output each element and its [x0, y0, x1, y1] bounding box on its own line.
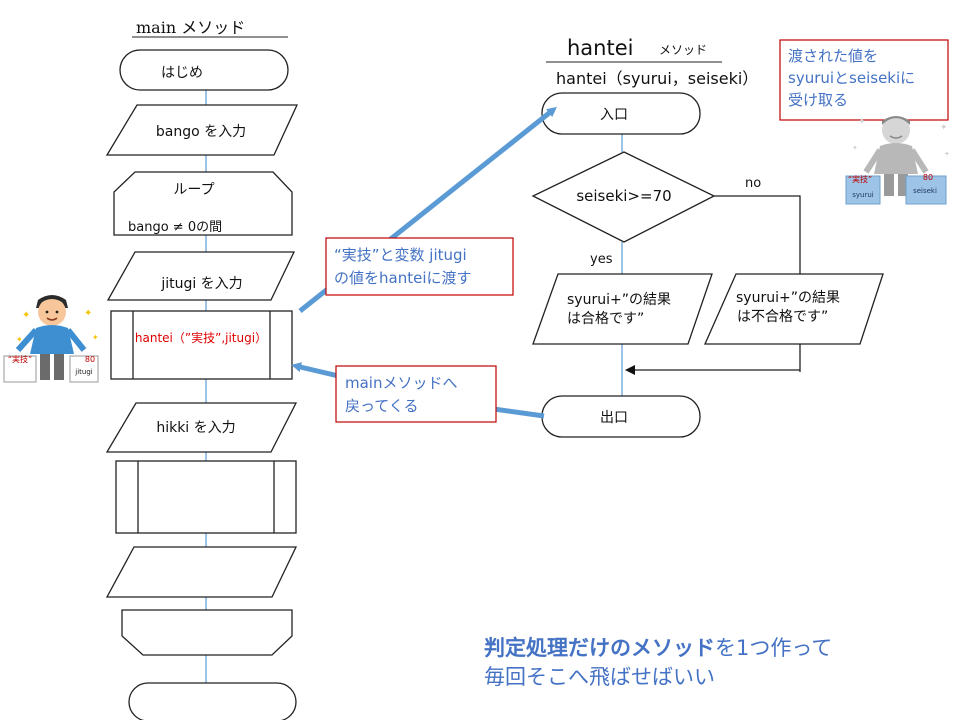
bottom-caption-rest: を1つ作って	[715, 636, 832, 660]
left-person-illustration: ✦ ✦ ✦ ✦ “実技” 80 jitugi	[3, 295, 99, 383]
value-box-seiseki-value: 80	[923, 173, 933, 182]
input-jitugi-shape	[106, 251, 296, 301]
input-jitugi-label: jitugi を入力	[160, 276, 242, 292]
entry-label: 入口	[600, 107, 628, 123]
person-leg-left	[40, 354, 50, 380]
input-bango-label: bango を入力	[156, 124, 246, 140]
empty-process-shape	[115, 460, 297, 534]
no-label: no	[745, 176, 761, 191]
main-flow: main メソッド はじめ bango を入力 ループ bango ≠ 0の間 …	[105, 18, 299, 720]
pass-output-line2: は合格です”	[567, 311, 644, 327]
yes-label: yes	[590, 252, 613, 267]
person-shirt	[874, 143, 918, 174]
note-receive-line2: syuruiとseisekiに	[788, 69, 915, 87]
person-hair	[882, 116, 910, 125]
person-arm-left	[863, 148, 883, 174]
note-receive-box	[779, 39, 949, 121]
bottom-caption-line1: 判定処理だけのメソッドを1つ作って	[484, 636, 832, 660]
exit-label: 出口	[600, 410, 628, 426]
person-mouth	[889, 135, 903, 139]
bottom-caption-line2: 毎回そこへ飛ばせばいい	[484, 665, 715, 689]
hantei-signature: hantei（syurui，seiseki）	[556, 69, 758, 88]
input-bango-shape	[105, 104, 299, 156]
hantei-title: hantei	[567, 36, 633, 60]
person-mouth	[46, 317, 58, 321]
end-terminator	[128, 682, 297, 720]
person-leg-left	[884, 174, 894, 196]
sparkle-icon: ✦	[92, 333, 99, 342]
person-head	[882, 116, 910, 144]
value-box-syurui-label: syurui	[852, 191, 874, 199]
note-return-line1: mainメソッドへ	[345, 374, 457, 392]
note-return-line2: 戻ってくる	[345, 397, 419, 415]
value-box-syurui-value: “実技”	[848, 174, 872, 184]
note-pass-line1: “実技”と変数 jitugi	[334, 246, 467, 264]
sparkle-icon: ✦	[858, 117, 866, 127]
note-pass-box	[325, 237, 514, 296]
sparkle-icon: ✦	[22, 310, 30, 321]
input-hikki-label: hikki を入力	[156, 420, 235, 436]
call-hantei-label: hantei（”実技”,jitugi）	[135, 330, 267, 345]
sparkle-icon: ✦	[852, 144, 858, 152]
hantei-title-sub: メソッド	[659, 43, 707, 57]
pass-output-line1: syurui+”の結果	[567, 292, 671, 308]
sparkle-icon: ✦	[940, 123, 948, 133]
decision-diamond	[531, 151, 716, 243]
note-return: mainメソッドへ 戻ってくる	[335, 365, 497, 423]
hantei-flow: hantei メソッド hantei（syurui，seiseki） 入口 se…	[531, 36, 884, 438]
loop-end-shape	[121, 609, 293, 656]
person-shirt	[30, 325, 74, 354]
person-arm-left	[15, 327, 39, 353]
value-box-syurui	[3, 355, 37, 383]
person-arm-right	[909, 148, 929, 174]
person-head	[38, 298, 66, 326]
value-box-seiseki-label: seiseki	[913, 187, 937, 195]
fail-output-line2: は不合格です”	[737, 309, 828, 325]
bottom-caption-emphasis: 判定処理だけのメソッド	[484, 636, 715, 660]
value-box-jitugi-label: jitugi	[74, 368, 93, 376]
value-box-jitugi-value: 80	[85, 355, 95, 364]
input-hikki-shape	[105, 402, 298, 453]
sparkle-icon: ✦	[84, 308, 92, 319]
empty-output-shape	[105, 546, 298, 598]
value-box-seiseki	[905, 175, 947, 205]
sparkle-icon: ✦	[16, 335, 23, 344]
start-label: はじめ	[161, 65, 203, 81]
start-terminator	[119, 49, 289, 91]
person-leg-right	[54, 354, 64, 380]
main-title: main メソッド	[136, 18, 245, 37]
loop-start-shape	[113, 171, 293, 236]
person-eye	[45, 310, 49, 314]
note-return-box	[335, 365, 497, 423]
note-pass-line2: の値をhanteiに渡す	[334, 269, 471, 287]
note-receive-line3: 受け取る	[788, 91, 848, 109]
person-leg-right	[898, 174, 908, 196]
loop-label: ループ	[173, 182, 214, 198]
note-receive: 渡された値を syuruiとseisekiに 受け取る	[779, 39, 949, 121]
value-box-syurui	[845, 175, 881, 205]
sparkle-icon: ✦	[944, 150, 950, 158]
fail-output-line1: syurui+”の結果	[736, 290, 840, 306]
person-eye	[55, 310, 59, 314]
note-pass: “実技”と変数 jitugi の値をhanteiに渡す	[325, 237, 514, 296]
person-hair-top	[38, 296, 66, 305]
person-arm-right	[65, 328, 87, 352]
call-hantei-shape	[110, 310, 293, 380]
fail-output-shape	[704, 273, 884, 345]
value-box-jitugi	[69, 355, 99, 383]
note-receive-line1: 渡された値を	[788, 47, 878, 65]
pass-output-shape	[532, 273, 713, 345]
right-person-illustration: ✦ ✦ ✦ ✦ “実技” syurui 80 seiseki	[845, 116, 950, 205]
loop-condition: bango ≠ 0の間	[128, 220, 222, 235]
value-box-syurui-value: “実技”	[8, 354, 32, 364]
decision-label: seiseki>=70	[576, 187, 671, 205]
entry-terminator	[541, 92, 701, 135]
